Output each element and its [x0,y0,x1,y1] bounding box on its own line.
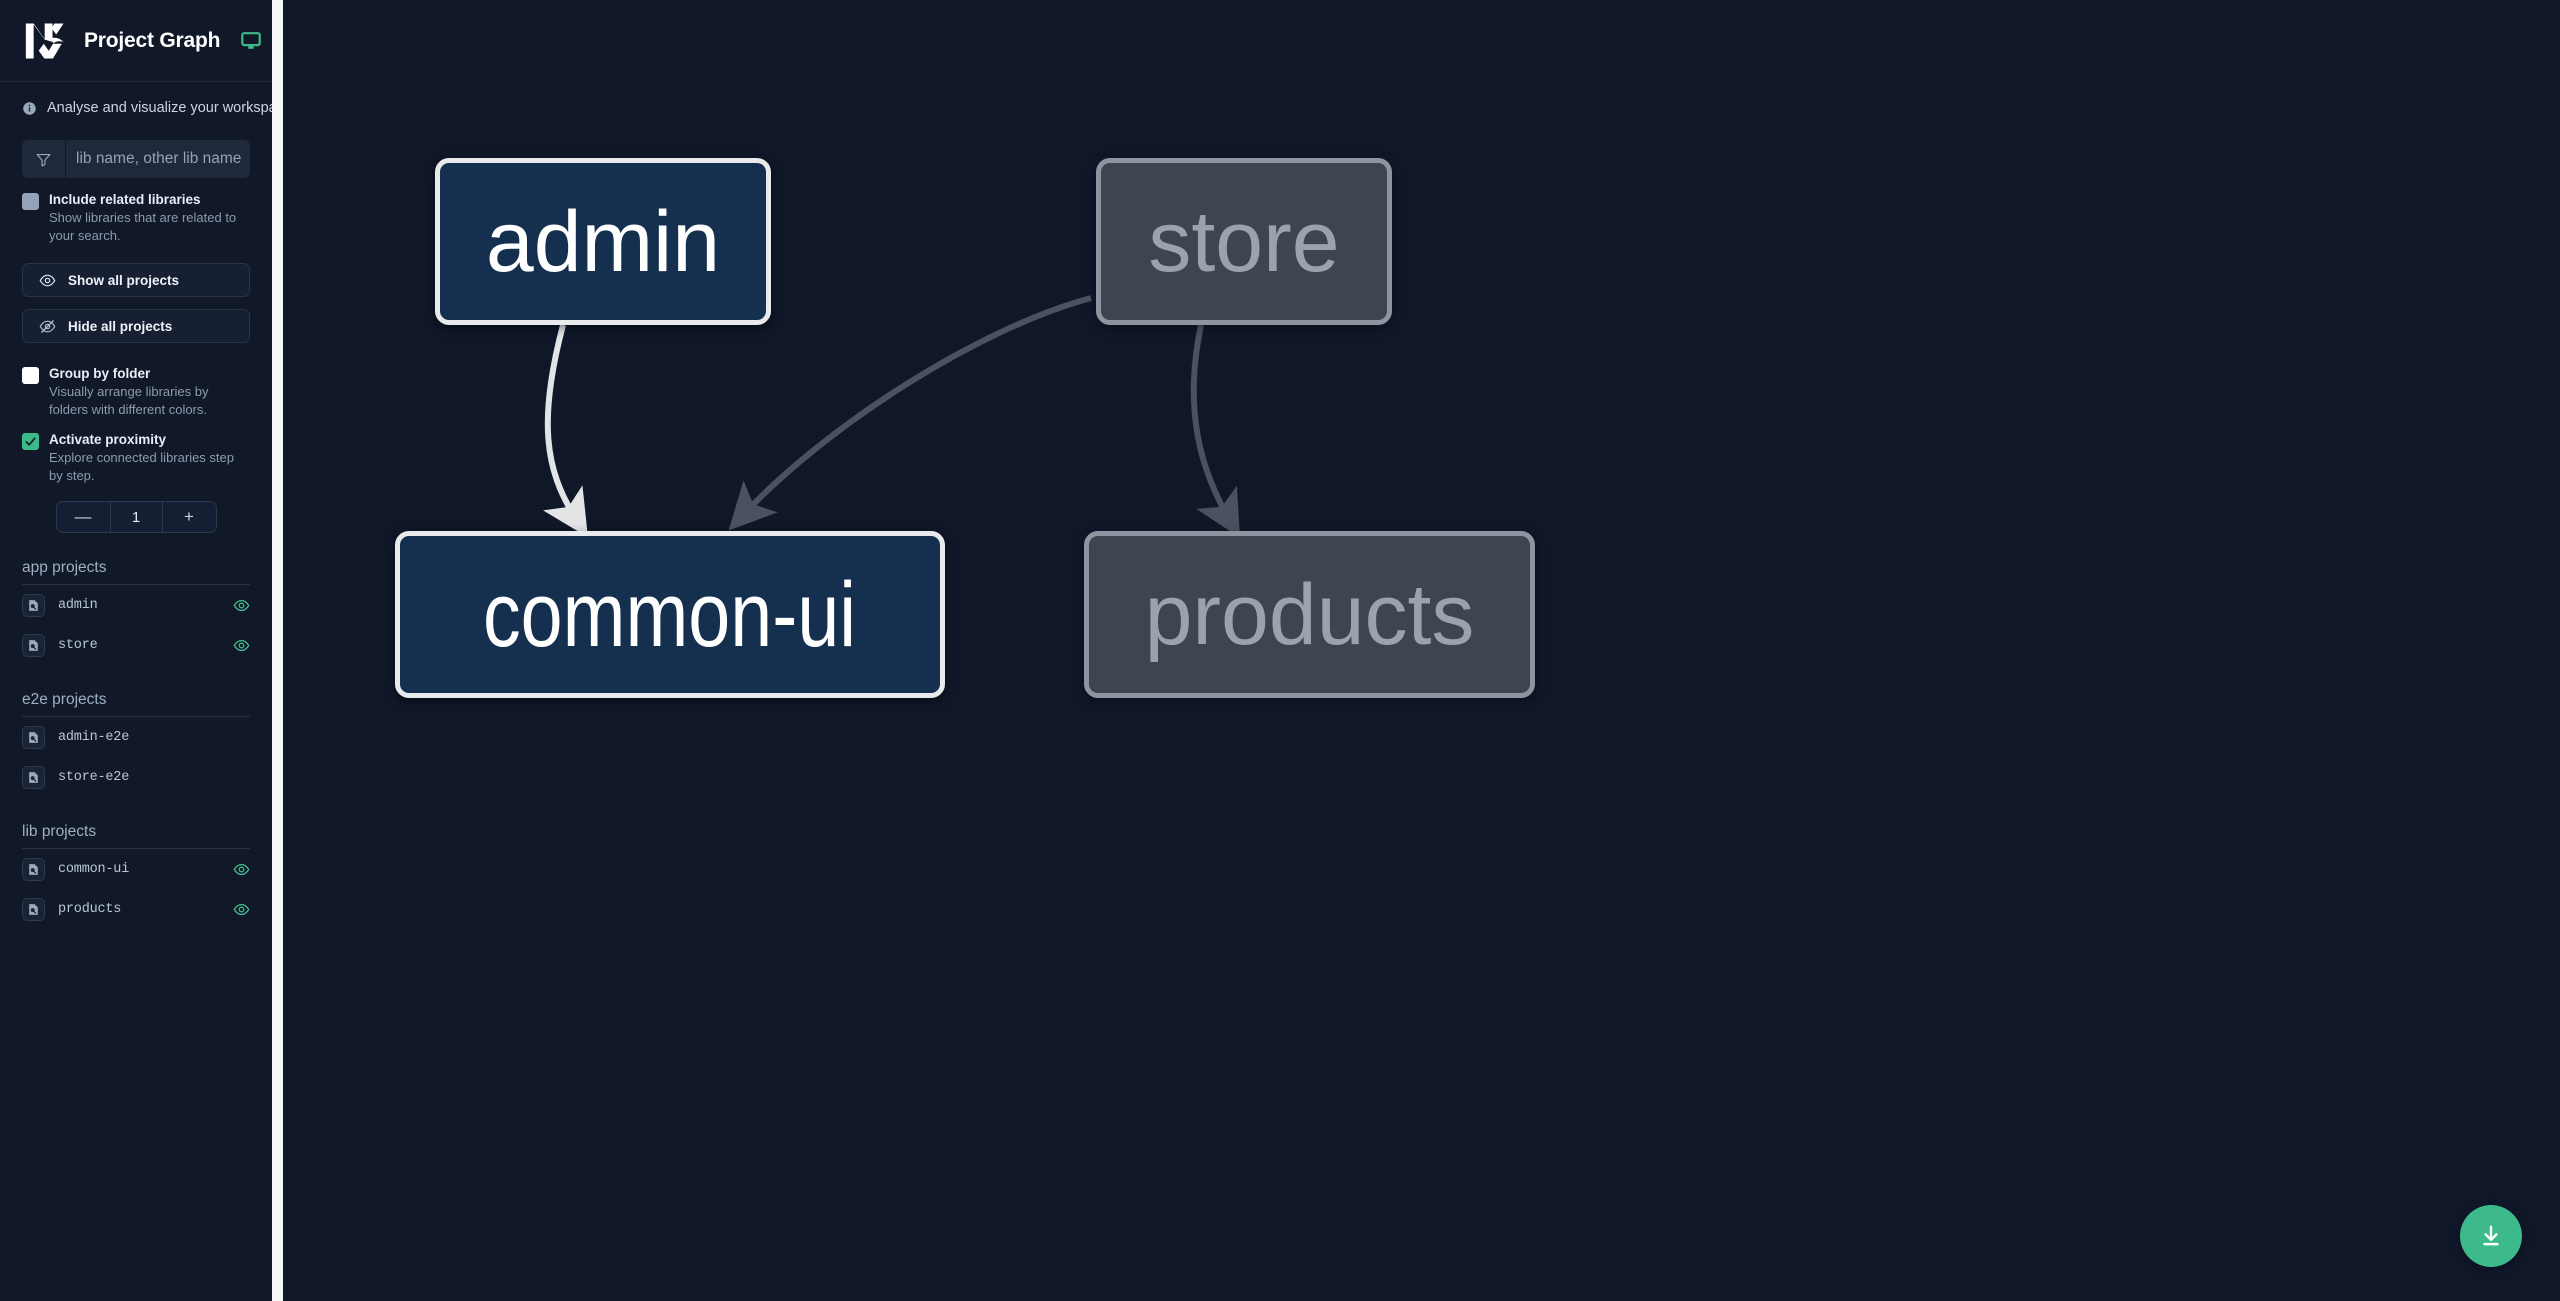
option-description: Show libraries that are related to your … [49,210,237,243]
sidebar-item-common-ui[interactable]: common-ui [22,849,250,889]
option-description: Explore connected libraries step by step… [49,450,234,483]
search-input[interactable] [66,140,250,178]
project-name: store-e2e [58,769,130,785]
project-file-icon-glyph [29,863,38,875]
section-app-projects: app projects admin [0,559,272,665]
eye-icon[interactable] [233,901,250,918]
project-name: admin-e2e [58,729,130,745]
option-texts: Include related libraries Show libraries… [49,191,244,245]
project-file-icon-glyph [29,599,38,611]
graph-node-label: admin [485,193,721,290]
show-all-projects-button[interactable]: Show all projects [22,263,250,297]
option-description: Visually arrange libraries by folders wi… [49,384,209,417]
project-file-icon [22,593,45,617]
check-icon [25,437,36,446]
activate-proximity-checkbox[interactable] [22,433,39,450]
include-related-libraries-checkbox[interactable] [22,193,39,210]
page-title: Project Graph [84,28,221,52]
sidebar-header: Project Graph [0,0,272,82]
show-all-projects-label: Show all projects [68,272,180,288]
sidebar-item-admin-e2e[interactable]: admin-e2e [22,717,250,757]
filter-icon-container [22,140,66,178]
project-file-icon [22,765,45,789]
project-name: store [58,637,98,653]
proximity-stepper: — 1 + [0,501,272,533]
nx-logo-icon [25,23,64,58]
eye-off-icon [39,319,56,333]
project-file-icon-glyph [29,731,38,743]
project-name: products [58,901,122,917]
project-name: admin [58,597,98,613]
edge-store-to-common-ui [728,295,1092,531]
tagline-text: Analyse and visualize your workspace. [47,100,272,116]
eye-icon [39,274,56,286]
sidebar: Project Graph Analyse and visualize your… [0,0,272,1301]
proximity-value: 1 [109,502,163,532]
section-title: app projects [22,559,250,585]
project-file-icon-glyph [29,903,38,915]
sidebar-item-store[interactable]: store [22,625,250,665]
section-e2e-projects: e2e projects admin-e2e [0,691,272,797]
info-icon [23,101,36,115]
proximity-stepper-group: — 1 + [55,501,217,533]
graph-node-products[interactable]: products [1084,531,1535,698]
monitor-icon[interactable] [240,30,262,52]
option-group-by-folder[interactable]: Group by folder Visually arrange librari… [0,343,272,419]
project-name: common-ui [58,861,130,877]
project-file-icon [22,725,45,749]
eye-icon[interactable] [233,597,250,614]
project-file-icon [22,897,45,921]
proximity-decrement-button[interactable]: — [56,502,110,532]
edge-store-to-products [1190,324,1240,538]
section-title: e2e projects [22,691,250,717]
section-title: lib projects [22,823,250,849]
graph-edges [543,295,1240,538]
tagline-row: Analyse and visualize your workspace. [0,82,272,116]
sidebar-item-products[interactable]: products [22,889,250,929]
sidebar-item-store-e2e[interactable]: store-e2e [22,757,250,797]
graph-node-common-ui[interactable]: common-ui [395,531,945,698]
option-label: Include related libraries [49,192,201,207]
project-file-icon-glyph [29,771,38,783]
eye-icon[interactable] [233,861,250,878]
graph-canvas[interactable]: admin store common-ui products [283,0,2560,1301]
graph-node-label: products [1144,566,1475,663]
option-texts: Activate proximity Explore connected lib… [49,431,244,485]
sidebar-item-admin[interactable]: admin [22,585,250,625]
project-file-icon [22,633,45,657]
project-file-icon-glyph [29,639,38,651]
section-lib-projects: lib projects common-ui [0,823,272,929]
option-label: Group by folder [49,366,151,381]
graph-node-admin[interactable]: admin [435,158,771,325]
filter-icon [36,153,51,166]
graph-node-label: store [1148,193,1340,290]
hide-all-projects-label: Hide all projects [68,318,173,334]
edge-admin-to-common-ui [543,324,588,538]
sidebar-resize-handle[interactable] [272,0,283,1301]
search-field[interactable] [22,140,250,178]
project-file-icon [22,857,45,881]
eye-icon[interactable] [233,637,250,654]
option-texts: Group by folder Visually arrange librari… [49,365,244,419]
graph-node-label: common-ui [483,563,857,666]
option-include-related-libraries[interactable]: Include related libraries Show libraries… [0,178,272,245]
graph-node-store[interactable]: store [1096,158,1392,325]
option-label: Activate proximity [49,432,167,447]
hide-all-projects-button[interactable]: Hide all projects [22,309,250,343]
proximity-increment-button[interactable]: + [162,502,216,532]
download-graph-button[interactable] [2460,1205,2522,1267]
option-activate-proximity[interactable]: Activate proximity Explore connected lib… [0,419,272,485]
group-by-folder-checkbox[interactable] [22,367,39,384]
download-icon [2483,1225,2499,1246]
